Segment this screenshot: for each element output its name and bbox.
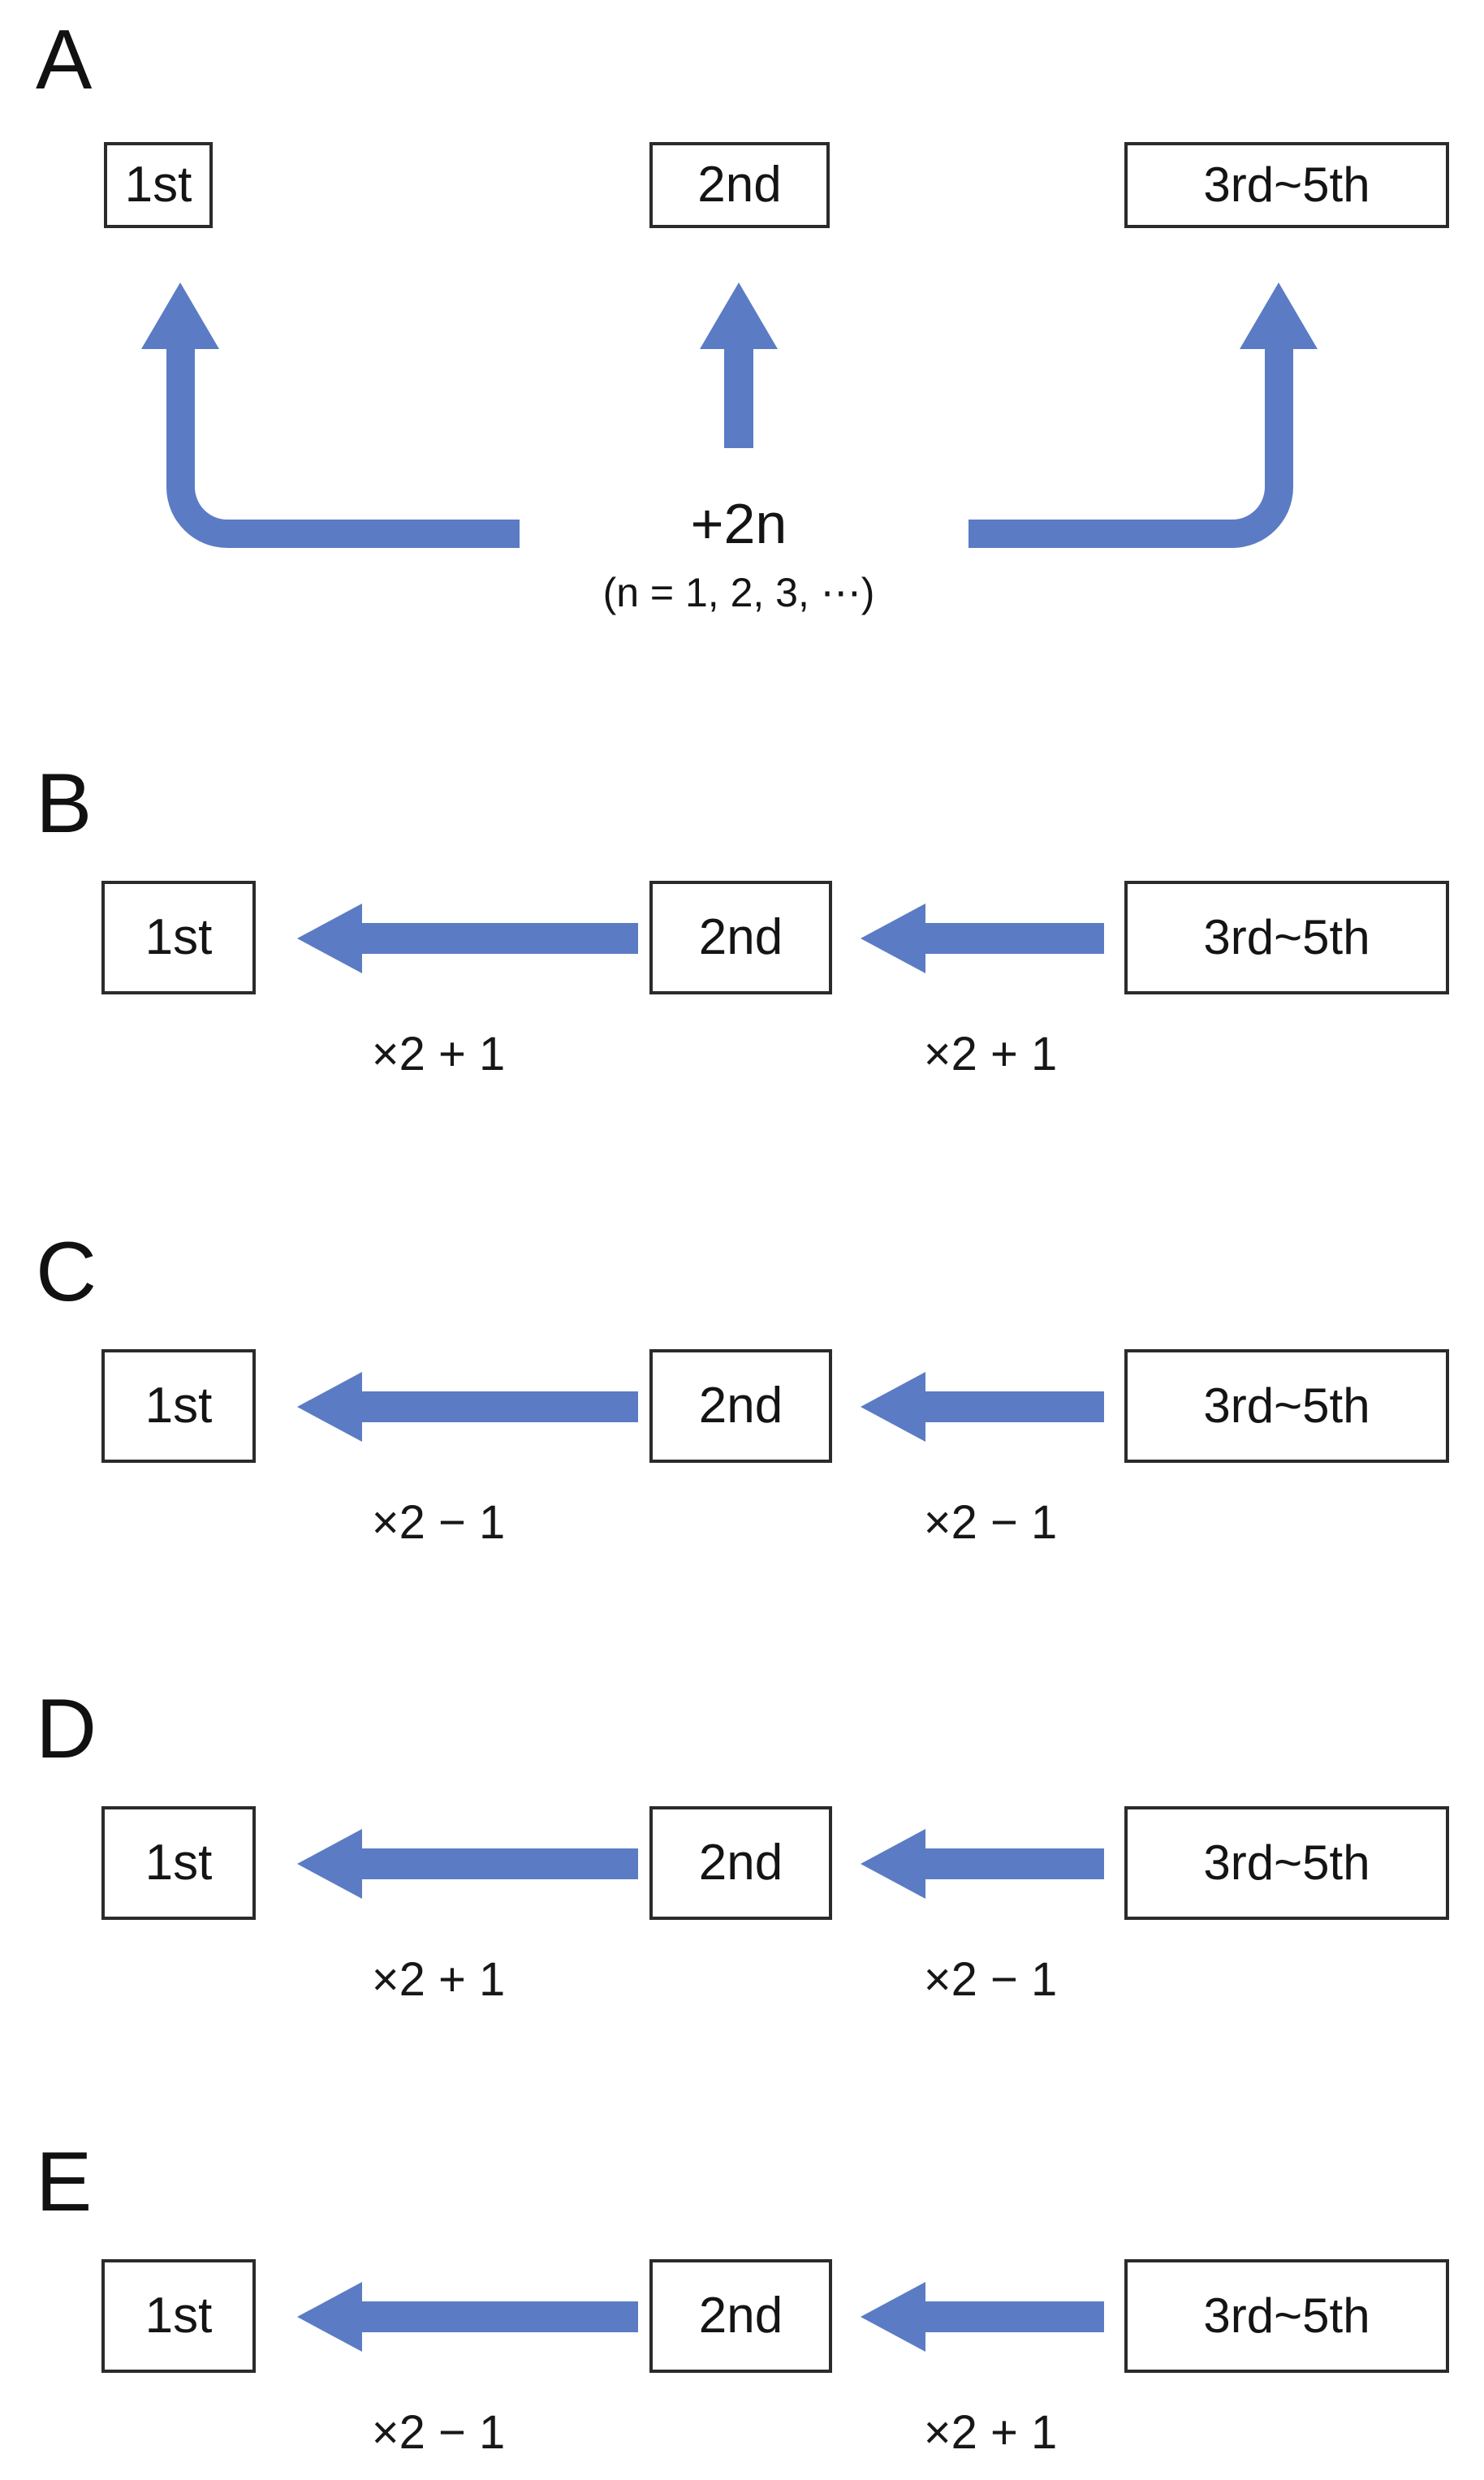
panel-d-box-2nd: 2nd bbox=[649, 1806, 832, 1920]
panel-d-left-arrow-second-to-first bbox=[297, 1829, 638, 1899]
panel-e-box-2nd: 2nd bbox=[649, 2259, 832, 2373]
panel-a-center-sublabel: (n = 1, 2, 3, ⋯) bbox=[602, 570, 875, 615]
panel-c-box-1st: 1st bbox=[101, 1349, 256, 1463]
panel-b-left-arrow-third-to-second bbox=[861, 904, 1104, 973]
panel-d-box-1st: 1st bbox=[101, 1806, 256, 1920]
panel-d-letter: D bbox=[36, 1682, 97, 1776]
panel-a-box-1st: 1st bbox=[104, 142, 213, 228]
left-curved-up-arrow bbox=[141, 283, 520, 548]
panel-e-letter: E bbox=[36, 2135, 93, 2229]
panel-e-box-1st: 1st bbox=[101, 2259, 256, 2373]
panel-e-box-3rd-5th: 3rd~5th bbox=[1124, 2259, 1449, 2373]
panel-e-right-op: ×2 + 1 bbox=[923, 2406, 1058, 2459]
panel-c-left-arrow-second-to-first bbox=[297, 1372, 638, 1442]
panel-a: A 1st 2nd 3rd~5th +2n (n = 1, 2, 3, ⋯) bbox=[0, 0, 1484, 714]
panel-b-box-3rd-5th: 3rd~5th bbox=[1124, 881, 1449, 994]
panel-d-left-op: ×2 + 1 bbox=[371, 1953, 506, 2006]
panel-d-left-arrow-third-to-second bbox=[861, 1829, 1104, 1899]
panel-d: D 1st 2nd 3rd~5th ×2 + 1 ×2 − 1 bbox=[0, 1672, 1484, 2038]
panel-c-left-op: ×2 − 1 bbox=[371, 1496, 506, 1549]
panel-b-letter: B bbox=[36, 757, 93, 851]
panel-d-box-3rd-5th: 3rd~5th bbox=[1124, 1806, 1449, 1920]
panel-b-left-arrow-second-to-first bbox=[297, 904, 638, 973]
panel-c-right-op: ×2 − 1 bbox=[923, 1496, 1058, 1549]
panel-a-box-3rd-5th: 3rd~5th bbox=[1124, 142, 1449, 228]
panel-b: B 1st 2nd 3rd~5th ×2 + 1 ×2 + 1 bbox=[0, 747, 1484, 1112]
panel-c-letter: C bbox=[36, 1225, 97, 1319]
center-up-arrow bbox=[700, 283, 778, 448]
panel-e-left-op: ×2 − 1 bbox=[371, 2406, 506, 2459]
panel-b-box-1st: 1st bbox=[101, 881, 256, 994]
panel-a-center-label: +2n bbox=[690, 492, 787, 555]
panel-e-left-arrow-third-to-second bbox=[861, 2282, 1104, 2352]
panel-a-letter: A bbox=[36, 13, 93, 107]
panel-e-left-arrow-second-to-first bbox=[297, 2282, 638, 2352]
panel-c-left-arrow-third-to-second bbox=[861, 1372, 1104, 1442]
panel-b-right-op: ×2 + 1 bbox=[923, 1028, 1058, 1080]
panel-b-left-op: ×2 + 1 bbox=[371, 1028, 506, 1080]
panel-a-box-2nd: 2nd bbox=[649, 142, 830, 228]
panel-c-box-2nd: 2nd bbox=[649, 1349, 832, 1463]
panel-b-box-2nd: 2nd bbox=[649, 881, 832, 994]
panel-d-right-op: ×2 − 1 bbox=[923, 1953, 1058, 2006]
panel-e: E 1st 2nd 3rd~5th ×2 − 1 ×2 + 1 bbox=[0, 2125, 1484, 2480]
right-curved-up-arrow bbox=[968, 283, 1318, 548]
panel-c: C 1st 2nd 3rd~5th ×2 − 1 ×2 − 1 bbox=[0, 1215, 1484, 1581]
panel-c-box-3rd-5th: 3rd~5th bbox=[1124, 1349, 1449, 1463]
